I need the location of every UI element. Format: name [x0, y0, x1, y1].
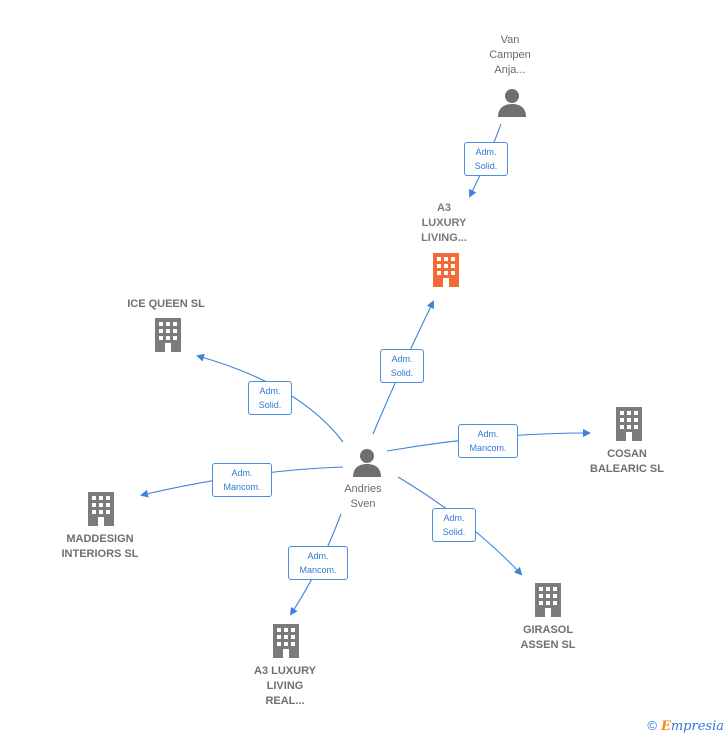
role-line: Mancom. — [223, 482, 261, 492]
role-line: Adm. — [443, 513, 465, 523]
role-line: Solid. — [442, 527, 466, 537]
role-line: Mancom. — [469, 443, 507, 453]
node-label-a3-luxury-living[interactable]: A3 LUXURY LIVING... — [421, 202, 467, 244]
role-line: Mancom. — [299, 565, 337, 575]
node-label-cosan-balearic[interactable]: COSAN BALEARIC SL — [590, 448, 664, 475]
node-label-maddesign[interactable]: MADDESIGN INTERIORS SL — [61, 533, 139, 560]
role-badge[interactable]: Adm. Mancom. — [458, 424, 518, 458]
node-label-andries-sven[interactable]: Andries Sven — [344, 483, 382, 510]
role-line: Adm. — [307, 551, 329, 561]
node-label-girasol-assen[interactable]: GIRASOL ASSEN SL — [520, 624, 576, 651]
node-label-a3-luxury-living-real[interactable]: A3 LUXURY LIVING REAL... — [254, 665, 316, 707]
node-label-van-campen[interactable]: Van Campen Anja... — [489, 34, 531, 76]
building-icon[interactable] — [431, 253, 461, 287]
brand-name: mpresia — [670, 719, 724, 734]
role-line: Solid. — [474, 161, 498, 171]
role-line: Adm. — [259, 386, 281, 396]
building-icon[interactable] — [533, 583, 563, 617]
role-badge[interactable]: Adm. Mancom. — [288, 546, 348, 580]
building-icon[interactable] — [153, 318, 183, 352]
building-icon[interactable] — [614, 407, 644, 441]
role-line: Solid. — [390, 368, 414, 378]
person-icon[interactable] — [352, 448, 382, 478]
person-icon[interactable] — [497, 88, 527, 118]
footer-brand: ©Empresia — [647, 718, 724, 734]
role-badge[interactable]: Adm. Mancom. — [212, 463, 272, 497]
role-line: Adm. — [231, 468, 253, 478]
brand-initial: E — [660, 719, 671, 734]
building-icon[interactable] — [86, 492, 116, 526]
role-line: Adm. — [391, 354, 413, 364]
role-badge[interactable]: Adm. Solid. — [432, 508, 476, 542]
node-label-ice-queen[interactable]: ICE QUEEN SL — [127, 298, 205, 310]
role-badge[interactable]: Adm. Solid. — [464, 142, 508, 176]
role-badge[interactable]: Adm. Solid. — [248, 381, 292, 415]
role-line: Solid. — [258, 400, 282, 410]
role-line: Adm. — [477, 429, 499, 439]
role-line: Adm. — [475, 147, 497, 157]
building-icon[interactable] — [271, 624, 301, 658]
copyright-icon: © — [647, 718, 657, 733]
role-badge[interactable]: Adm. Solid. — [380, 349, 424, 383]
